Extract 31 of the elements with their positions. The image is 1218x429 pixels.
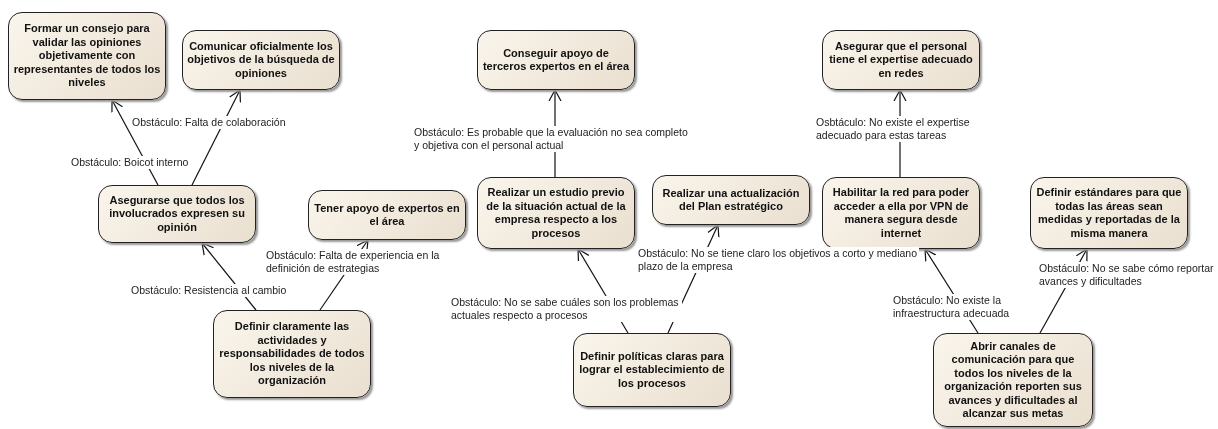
goal-box: [822, 30, 980, 90]
edge-label: Obstáculo: Boicot interno: [70, 156, 190, 169]
goal-text: Tener apoyo de expertos en el área: [313, 201, 461, 229]
goal-box: [308, 190, 466, 240]
goal-text: Asegurarse que todos los involucrados expresen su opinión: [108, 193, 246, 235]
goal-text: Definir claramente las actividades y responsabilidades de todos los niveles de la organización: [218, 320, 366, 388]
edge-label: Obstáculo: No se sabe cuáles son los problemas actuales respecto a procesos: [450, 296, 682, 322]
goal-box: [1030, 177, 1188, 249]
goal-box: [933, 333, 1093, 427]
edge-label: Obstáculo: No se tiene claro los objetivos a corto y mediano plazo de la empresa: [637, 247, 919, 273]
edge-label: Obstáculo: Falta de colaboración: [131, 116, 287, 129]
goal-box: [477, 177, 635, 249]
goal-text: Abrir canales de comunicación para que todos los niveles de la organización reporten sus avances y dificultades al alcanzar sus metas: [943, 339, 1083, 421]
goal-text: Conseguir apoyo de terceros expertos en el área: [482, 46, 630, 74]
goal-box: [182, 30, 340, 90]
goal-text: Realizar un estudio previo de la situación actual de la empresa respecto a los procesos: [485, 186, 627, 240]
goal-text: Formar un consejo para validar las opiniones objetivamente con representantes de todos los niveles: [13, 22, 161, 90]
goal-text: Comunicar oficialmente los objetivos de la búsqueda de opiniones: [187, 39, 335, 81]
goal-text: Asegurar que el personal tiene el expertise adecuado en redes: [828, 39, 974, 81]
goal-box: [8, 12, 166, 100]
goal-text: Definir políticas claras para lograr el establecimiento de los procesos: [578, 349, 726, 391]
goal-box: [98, 185, 256, 243]
goal-box: [213, 310, 371, 398]
goal-box: [652, 175, 810, 225]
goal-box: [573, 333, 731, 407]
edge-label: Obstáculo: Resistencia al cambio: [130, 284, 288, 297]
goal-box: [477, 30, 635, 90]
goal-text: Definir estándares para que todas las áreas sean medidas y reportadas de la misma manera: [1035, 186, 1183, 240]
goal-text: Habilitar la red para poder acceder a ella por VPN de manera segura desde internet: [831, 186, 971, 240]
goal-box: [822, 177, 980, 249]
goal-text: Realizar una actualización del Plan estratégico: [661, 186, 801, 214]
